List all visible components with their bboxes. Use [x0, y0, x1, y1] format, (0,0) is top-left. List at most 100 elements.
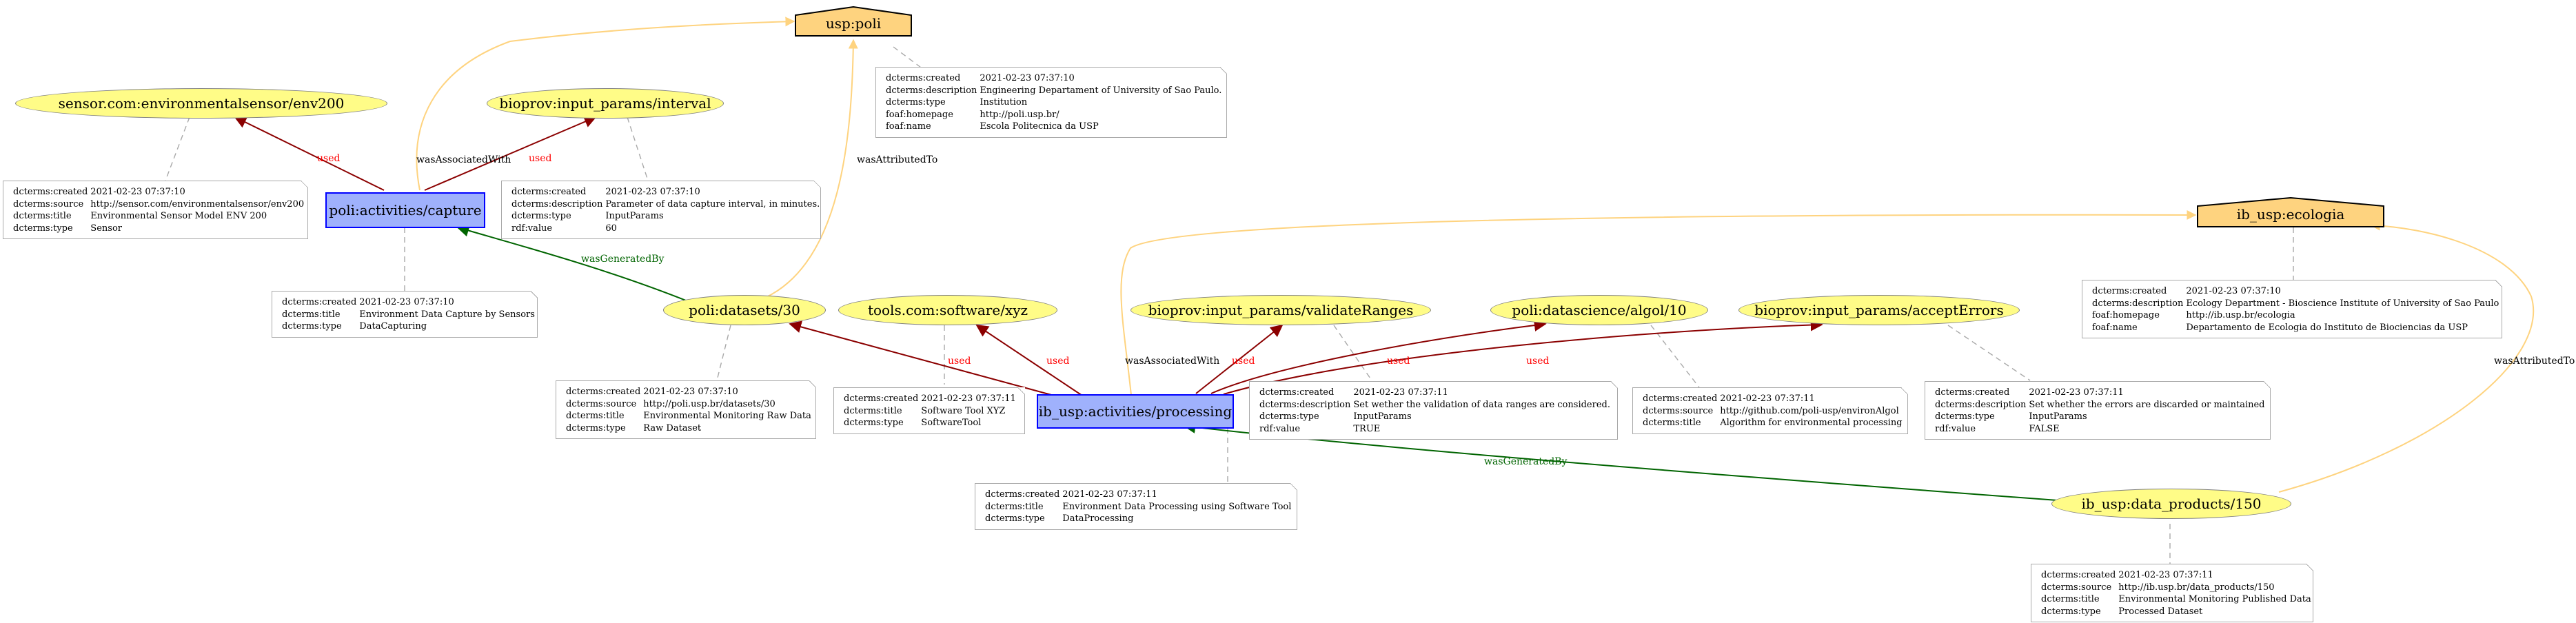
- entity-algol-10[interactable]: poli:datascience/algol/10: [1490, 295, 1708, 325]
- edge-label-used: used: [529, 153, 552, 164]
- property-value: 2021-02-23 07:37:11: [2029, 387, 2124, 398]
- property-value: Parameter of data capture interval, in m…: [605, 198, 820, 210]
- property-value: Set wether the validation of data ranges…: [1353, 399, 1610, 410]
- property-value: Institution: [980, 97, 1028, 108]
- property-value: SoftwareTool: [921, 418, 982, 428]
- note-link-accept: [1947, 325, 2031, 381]
- property-value: 2021-02-23 07:37:11: [1720, 394, 1815, 404]
- property-value: 2021-02-23 07:37:10: [980, 73, 1075, 83]
- property-value: http://ib.usp.br/data_products/150: [2118, 582, 2275, 593]
- property-value: http://sensor.com/environmentalsensor/en…: [90, 198, 305, 210]
- property-value: Sensor: [90, 223, 122, 234]
- note-link-usp-poli: [893, 46, 922, 68]
- entity-input-params-interval[interactable]: bioprov:input_params/interval: [487, 88, 724, 119]
- property-value: Departamento de Ecologia do Instituto de…: [2186, 322, 2468, 333]
- edge-capture-used-sensor: [234, 116, 385, 191]
- property-value: DataCapturing: [359, 321, 427, 331]
- activity-processing[interactable]: ib_usp:activities/processing: [1037, 394, 1234, 429]
- property-name: dcterms:created: [1935, 387, 2010, 398]
- property-value: 2021-02-23 07:37:11: [2118, 570, 2213, 580]
- note-row: dcterms:title Environment Data Capture by…: [282, 309, 535, 321]
- edge-label-used: used: [1232, 356, 1255, 367]
- note-link-sensor: [165, 116, 190, 181]
- agent-ecologia[interactable]: ib_usp:ecologia: [2196, 196, 2385, 228]
- property-value: DataProcessing: [1062, 513, 1134, 524]
- entity-accept-errors[interactable]: bioprov:input_params/acceptErrors: [1738, 295, 2020, 325]
- edge-label-used: used: [1526, 356, 1550, 367]
- note-row: dcterms:type DataProcessing: [985, 513, 1291, 525]
- edge-processing-used-accept: [1223, 318, 1823, 395]
- entity-validate-ranges[interactable]: bioprov:input_params/validateRanges: [1130, 295, 1431, 325]
- property-value: Raw Dataset: [643, 422, 702, 433]
- entity-software-xyz[interactable]: tools.com:software/xyz: [838, 295, 1057, 325]
- property-name: dcterms:source: [566, 398, 637, 409]
- edge-data-products-attributed-ecologia: [2278, 221, 2535, 493]
- property-name: dcterms:title: [13, 211, 72, 221]
- property-name: dcterms:created: [1259, 387, 1335, 398]
- edge-label-used: used: [1046, 356, 1070, 367]
- entity-data-products-150[interactable]: ib_usp:data_products/150: [2051, 489, 2291, 519]
- property-value: Environment Data Capture by Sensors: [359, 309, 535, 320]
- property-value: 2021-02-23 07:37:11: [1062, 489, 1157, 500]
- property-value: http://poli.usp.br/: [980, 109, 1059, 120]
- property-name: dcterms:created: [282, 297, 357, 307]
- property-name: dcterms:title: [2041, 594, 2100, 604]
- property-name: dcterms:source: [2041, 582, 2112, 593]
- agent-usp-poli[interactable]: usp:poli: [794, 6, 913, 37]
- property-value: Engineering Departament of University of…: [980, 85, 1222, 96]
- property-name: dcterms:type: [985, 513, 1045, 524]
- property-value: InputParams: [1353, 411, 1412, 422]
- activity-capture[interactable]: poli:activities/capture: [325, 192, 485, 228]
- note-link-algol10: [1650, 325, 1700, 388]
- property-name: dcterms:title: [282, 309, 341, 320]
- property-name: rdf:value: [1259, 423, 1301, 434]
- entity-datasets-30[interactable]: poli:datasets/30: [663, 295, 826, 325]
- property-name: dcterms:description: [1259, 399, 1351, 410]
- property-name: dcterms:type: [511, 211, 571, 221]
- property-value: Algorithm for environmental processing: [1720, 418, 1903, 428]
- property-name: dcterms:description: [2092, 298, 2184, 309]
- property-value: FALSE: [2029, 423, 2060, 434]
- edge-label-used: used: [948, 356, 971, 367]
- property-name: dcterms:description: [1935, 399, 2027, 410]
- property-value: Ecology Department - Bioscience Institut…: [2186, 298, 2499, 309]
- note-link-interval: [627, 116, 649, 181]
- property-name: dcterms:created: [844, 394, 919, 404]
- property-value: InputParams: [605, 211, 664, 221]
- edge-capture-used-interval: [424, 116, 597, 191]
- property-value: 2021-02-23 07:37:10: [643, 387, 738, 397]
- entity-sensor-env200[interactable]: sensor.com:environmentalsensor/env200: [15, 88, 387, 119]
- agent-label: ib_usp:ecologia: [2236, 206, 2345, 223]
